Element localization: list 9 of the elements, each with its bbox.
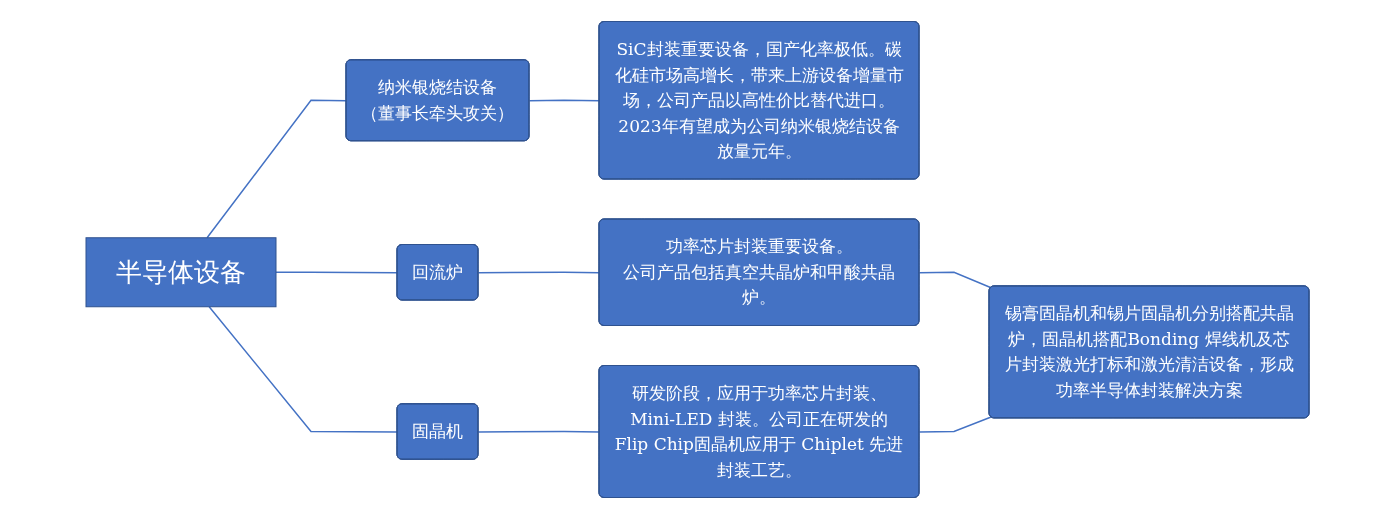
connector [918,271,992,289]
connector [918,416,992,433]
connector [207,306,398,433]
connector [528,99,600,102]
node-box: 半导体设备 [85,237,276,308]
connector [205,99,347,239]
connector [477,430,600,433]
connector [274,271,398,274]
connector [477,271,600,274]
